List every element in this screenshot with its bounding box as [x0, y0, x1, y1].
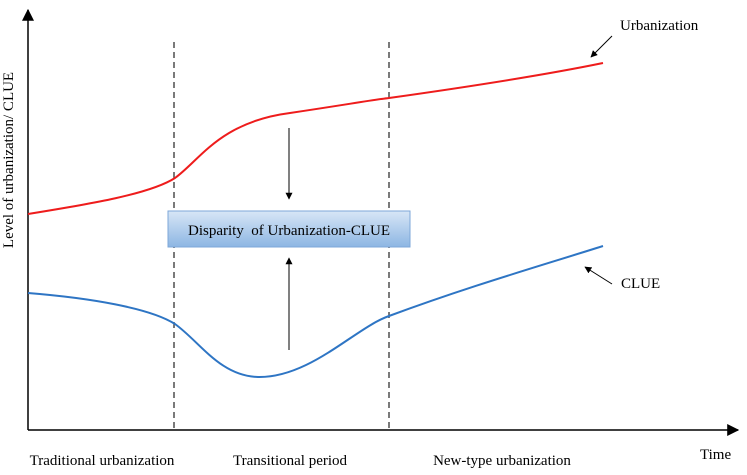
clue-pointer-arrow — [584, 266, 613, 285]
clue-curve-label: CLUE — [621, 276, 660, 292]
x-axis-label: Time — [700, 447, 731, 463]
urbanization-pointer-arrow — [590, 35, 613, 58]
y-axis-label: Level of urbanization/ CLUE — [1, 72, 17, 248]
urbanization-curve-label: Urbanization — [620, 18, 699, 34]
period-label-traditional: Traditional urbanization — [30, 453, 175, 469]
period-label-new-type: New-type urbanization — [433, 453, 571, 469]
disparity-box-label: Disparity of Urbanization-CLUE — [188, 223, 390, 239]
disparity-box — [167, 210, 411, 248]
urbanization-curve — [27, 62, 604, 215]
clue-curve — [27, 245, 604, 379]
period-label-transitional: Transitional period — [233, 453, 348, 469]
